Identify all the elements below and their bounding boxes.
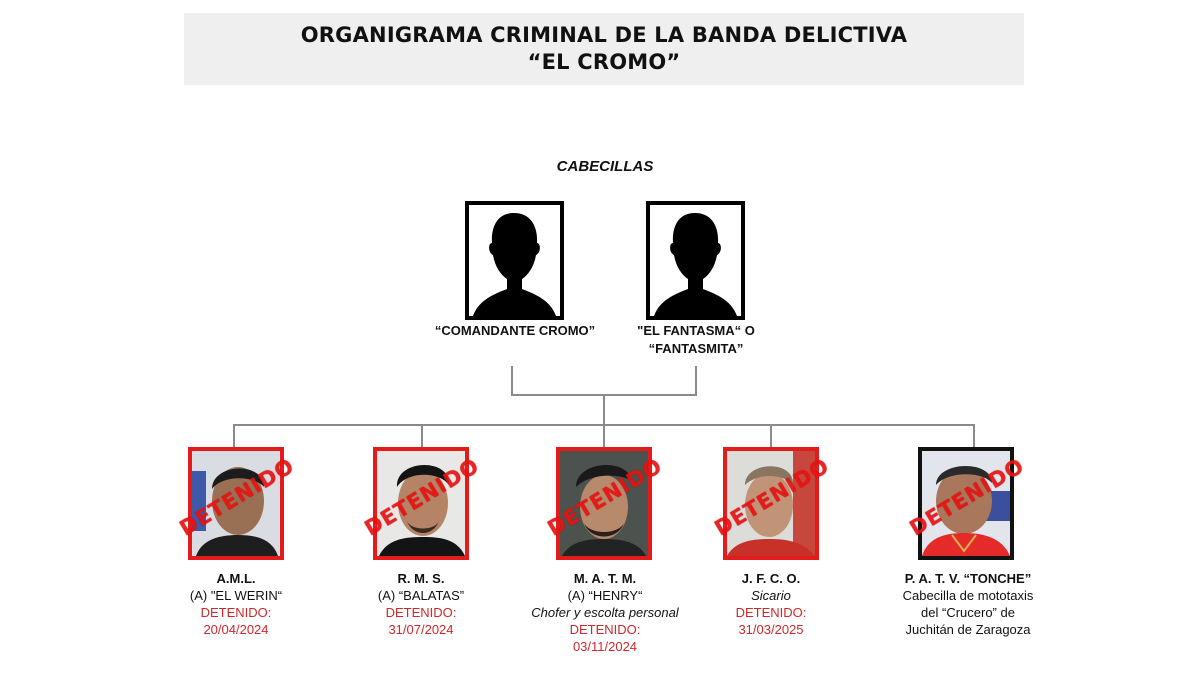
member-initials: M. A. T. M. (573, 571, 637, 586)
member-alias: (A) "EL WERIN“ (189, 588, 283, 603)
member-initials: R. M. S. (397, 571, 445, 586)
member-status: DETENIDO: (569, 622, 641, 637)
member-description-line2: del “Crucero” de (921, 605, 1015, 620)
member-status: DETENIDO: (735, 605, 807, 620)
person-photo-icon (922, 451, 1010, 556)
leader-name-2-line2: “FANTASMITA” (648, 341, 744, 356)
title-line-1: ORGANIGRAMA CRIMINAL DE LA BANDA DELICTI… (300, 23, 908, 47)
member-role: Chofer y escolta personal (531, 605, 679, 620)
member-initials: A.M.L. (216, 571, 256, 586)
member-initials: P. A. T. V. “TONCHE” (904, 571, 1032, 586)
connector-member-2 (421, 424, 423, 448)
member-description-line1: Cabecilla de mototaxis (902, 588, 1034, 603)
leader-photo-2 (646, 201, 745, 320)
connector-trunk (603, 394, 605, 447)
member-alias: (A) “BALATAS” (377, 588, 465, 603)
member-photo-2: DETENIDO (360, 447, 484, 560)
member-alias: (A) “HENRY“ (567, 588, 643, 603)
member-photo-3: DETENIDO (543, 447, 667, 560)
connector-leader-1 (511, 366, 513, 396)
leader-name-1-line1: “COMANDANTE CROMO” (434, 323, 596, 338)
member-info-3: M. A. T. M. (A) “HENRY“ Chofer y escolta… (505, 570, 705, 655)
silhouette-icon (650, 205, 741, 316)
leader-photo-1 (465, 201, 564, 320)
member-description-line3: Juchitán de Zaragoza (905, 622, 1031, 637)
member-info-2: R. M. S. (A) “BALATAS” DETENIDO: 31/07/2… (321, 570, 521, 638)
member-detention-date: 20/04/2024 (203, 622, 269, 637)
person-photo-icon (560, 451, 648, 556)
member-status: DETENIDO: (200, 605, 272, 620)
member-info-1: A.M.L. (A) "EL WERIN“ DETENIDO: 20/04/20… (136, 570, 336, 638)
person-photo-icon (192, 451, 280, 556)
member-photo-5: DETENIDO (905, 447, 1029, 560)
person-photo-icon (377, 451, 465, 556)
member-detention-date: 03/11/2024 (572, 639, 638, 654)
member-status: DETENIDO: (385, 605, 457, 620)
member-info-4: J. F. C. O. Sicario DETENIDO: 31/03/2025 (671, 570, 871, 638)
member-info-5: P. A. T. V. “TONCHE” Cabecilla de motota… (868, 570, 1068, 638)
connector-member-1 (233, 424, 235, 448)
connector-member-4 (770, 424, 772, 448)
member-photo-1: DETENIDO (175, 447, 299, 560)
title-line-2: “EL CROMO” (527, 50, 681, 74)
person-photo-icon (727, 451, 815, 556)
connector-leader-2 (695, 366, 697, 396)
member-initials: J. F. C. O. (741, 571, 801, 586)
connector-members-bar (233, 424, 975, 426)
title-banner: ORGANIGRAMA CRIMINAL DE LA BANDA DELICTI… (184, 13, 1024, 85)
leader-name-2-line1: "EL FANTASMA“ O (637, 323, 755, 338)
section-label-cabecillas: CABECILLAS (556, 158, 654, 175)
member-photo-4: DETENIDO (710, 447, 834, 560)
leader-name-1: “COMANDANTE CROMO” (415, 322, 615, 340)
member-detention-date: 31/07/2024 (388, 622, 454, 637)
connector-member-5 (973, 424, 975, 448)
leader-name-2: "EL FANTASMA“ O “FANTASMITA” (596, 322, 796, 358)
silhouette-icon (469, 205, 560, 316)
member-detention-date: 31/03/2025 (738, 622, 804, 637)
member-role: Sicario (751, 588, 791, 603)
